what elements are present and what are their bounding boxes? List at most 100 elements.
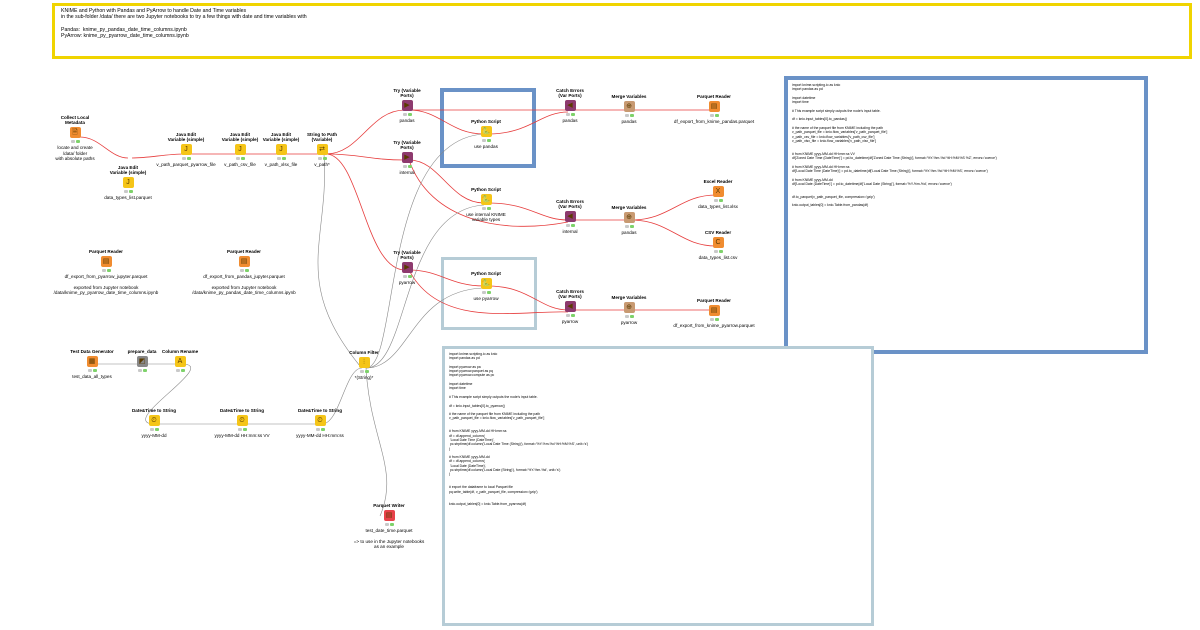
metadata-icon: 🗎 <box>69 127 81 139</box>
node-catch-errors-pyarrow[interactable]: Catch Errors (Var Ports) ◀ pyarrow <box>525 289 615 325</box>
node-label: data_types_list.xlsx <box>698 204 738 210</box>
node-status-indicator <box>525 314 615 318</box>
node-label: data_types_list.parquet <box>104 195 152 201</box>
excel-icon: X <box>712 186 724 198</box>
node-title: Column Rename <box>161 349 199 354</box>
node-title: Java Edit Variable (simple) <box>221 132 259 143</box>
node-python-script-pandas[interactable]: Python Script 🐍 use pandas <box>441 119 531 149</box>
node-parquet-reader-pyarrow[interactable]: Parquet Reader ▤ df_export_from_knime_py… <box>669 298 759 328</box>
node-merge-variables-pandas[interactable]: Merge Variables ⊕ pandas <box>584 94 674 124</box>
node-parquet-reader-jupyter-pandas[interactable]: Parquet Reader ▤ df_export_from_pandas_j… <box>192 249 295 295</box>
node-datetime-to-string-3[interactable]: Date&Time to String ⏲ yyyy-MM-dd HH:mm:s… <box>275 408 365 438</box>
node-title: Collect Local Metadata <box>60 115 90 126</box>
node-title: Parquet Reader <box>697 298 731 303</box>
node-parquet-writer[interactable]: Parquet Writer ▤ test_date_time.parquet … <box>344 503 434 549</box>
node-status-indicator <box>673 250 763 254</box>
node-try-internal[interactable]: Try (Variable Ports) ▶ internal <box>362 140 452 176</box>
node-status-indicator <box>319 370 409 374</box>
node-status-indicator <box>584 114 674 118</box>
node-status-indicator <box>584 315 674 319</box>
node-label: df_export_from_knime_pandas.parquet <box>673 119 755 125</box>
node-label: v_path_xlsx_file <box>264 162 298 168</box>
try-icon: ▶ <box>401 262 413 274</box>
wire-flow-variable <box>408 109 485 135</box>
node-status-indicator <box>135 369 225 373</box>
node-label: pyarrow <box>620 320 638 326</box>
node-java-edit-variable-2[interactable]: Java Edit Variable (simple) J v_path_par… <box>141 132 231 168</box>
python-icon: 🐍 <box>480 278 492 290</box>
node-python-script-internal[interactable]: Python Script 🐍 use internal KNIME varia… <box>441 187 531 223</box>
node-string-to-path[interactable]: String to Path (Variable) ⇄ v_path* <box>277 132 367 168</box>
node-status-indicator <box>277 157 367 161</box>
node-java-edit-variable-3[interactable]: Java Edit Variable (simple) J v_path_csv… <box>195 132 285 168</box>
node-column-filter[interactable]: Column Filter ⫶ *(String)* <box>319 350 409 380</box>
wire-flow-variable <box>487 111 569 135</box>
node-label: yyyy-MM-dd HH:mm:ss VV <box>214 433 270 439</box>
wire-flow-variable <box>487 285 569 311</box>
wire-flow-variable <box>630 194 717 221</box>
node-catch-errors-pandas[interactable]: Catch Errors (Var Ports) ◀ pandas <box>525 88 615 124</box>
wire-flow-variable <box>630 219 717 247</box>
node-title: Java Edit Variable (simple) <box>167 132 205 143</box>
node-parquet-reader-jupyter[interactable]: Parquet Reader ▤ df_export_from_pyarrow_… <box>54 249 159 295</box>
java-icon: J <box>275 144 287 156</box>
node-java-edit-variable-4[interactable]: Java Edit Variable (simple) J v_path_xls… <box>236 132 326 168</box>
merge-icon: ⊕ <box>623 212 635 224</box>
node-status-indicator <box>525 113 615 117</box>
java-icon: J <box>122 177 134 189</box>
catch-icon: ◀ <box>564 100 576 112</box>
node-label: v_path* <box>314 162 330 168</box>
node-label: v_path_parquet_pyarrow_file <box>156 162 216 168</box>
parquet-icon: ▤ <box>238 256 250 268</box>
node-datetime-to-string-1[interactable]: Date&Time to String ⏲ yyyy-MM-dd <box>109 408 199 438</box>
catch-icon: ◀ <box>564 301 576 313</box>
pyarrow-code-annotation[interactable]: import knime.scripting.io as knio import… <box>442 346 874 626</box>
node-title: Python Script <box>471 271 501 276</box>
wire-flow-variable <box>408 269 485 287</box>
node-excel-reader[interactable]: Excel Reader X data_types_list.xlsx <box>673 179 763 209</box>
node-label: use pandas <box>474 144 498 150</box>
node-label: df_export_from_knime_pyarrow.parquet <box>673 323 755 329</box>
node-status-indicator <box>109 428 199 432</box>
node-parquet-reader-pandas[interactable]: Parquet Reader ▤ df_export_from_knime_pa… <box>669 94 759 124</box>
node-status-indicator <box>669 318 759 322</box>
node-prepare-data[interactable]: prepare_data ◩ <box>97 349 187 373</box>
clock-icon: ⏲ <box>236 415 248 427</box>
node-csv-reader[interactable]: CSV Reader C data_types_list.csv <box>673 230 763 260</box>
node-label: internal <box>562 229 578 235</box>
node-title: String to Path (Variable) <box>306 132 338 143</box>
node-catch-errors-internal[interactable]: Catch Errors (Var Ports) ◀ internal <box>525 199 615 235</box>
workflow-description-annotation[interactable]: KNIME and Python with Pandas and PyArrow… <box>52 3 1192 59</box>
node-status-indicator <box>199 269 289 273</box>
rename-icon: A <box>174 356 186 368</box>
node-status-indicator <box>525 224 615 228</box>
path-convert-icon: ⇄ <box>316 144 328 156</box>
node-title: Excel Reader <box>703 179 733 184</box>
python-icon: 🐍 <box>480 126 492 138</box>
node-java-edit-variable-1[interactable]: Java Edit Variable (simple) J data_types… <box>83 165 173 201</box>
node-status-indicator <box>195 157 285 161</box>
merge-icon: ⊕ <box>623 302 635 314</box>
node-status-indicator <box>47 369 137 373</box>
node-datetime-to-string-2[interactable]: Date&Time to String ⏲ yyyy-MM-dd HH:mm:s… <box>197 408 287 438</box>
node-column-rename[interactable]: Column Rename A <box>135 349 225 373</box>
filter-icon: ⫶ <box>358 357 370 369</box>
node-merge-variables-internal[interactable]: Merge Variables ⊕ pandas <box>584 205 674 235</box>
node-label: use pyarrow <box>473 296 499 302</box>
try-icon: ▶ <box>401 152 413 164</box>
pandas-code-annotation[interactable]: import knime.scripting.io as knio import… <box>784 76 1148 354</box>
node-try-pandas[interactable]: Try (Variable Ports) ▶ pandas <box>362 88 452 124</box>
node-title: Parquet Reader <box>89 249 123 254</box>
node-test-data-generator[interactable]: Test Data Generator ▦ test_data_all_type… <box>47 349 137 379</box>
node-title: CSV Reader <box>704 230 732 235</box>
python-pyarrow-highlight-box <box>441 257 537 330</box>
node-merge-variables-pyarrow[interactable]: Merge Variables ⊕ pyarrow <box>584 295 674 325</box>
try-icon: ▶ <box>401 100 413 112</box>
node-try-pyarrow[interactable]: Try (Variable Ports) ▶ pyarrow <box>362 250 452 286</box>
node-collect-local-metadata[interactable]: Collect Local Metadata 🗎 locate and crea… <box>30 115 120 161</box>
node-label: pandas <box>399 118 415 124</box>
node-label: locate and create /data/ folder with abs… <box>55 145 95 161</box>
node-title: Try (Variable Ports) <box>393 140 421 151</box>
wire-flow-variable <box>408 159 569 227</box>
node-python-script-pyarrow[interactable]: Python Script 🐍 use pyarrow <box>441 271 531 301</box>
